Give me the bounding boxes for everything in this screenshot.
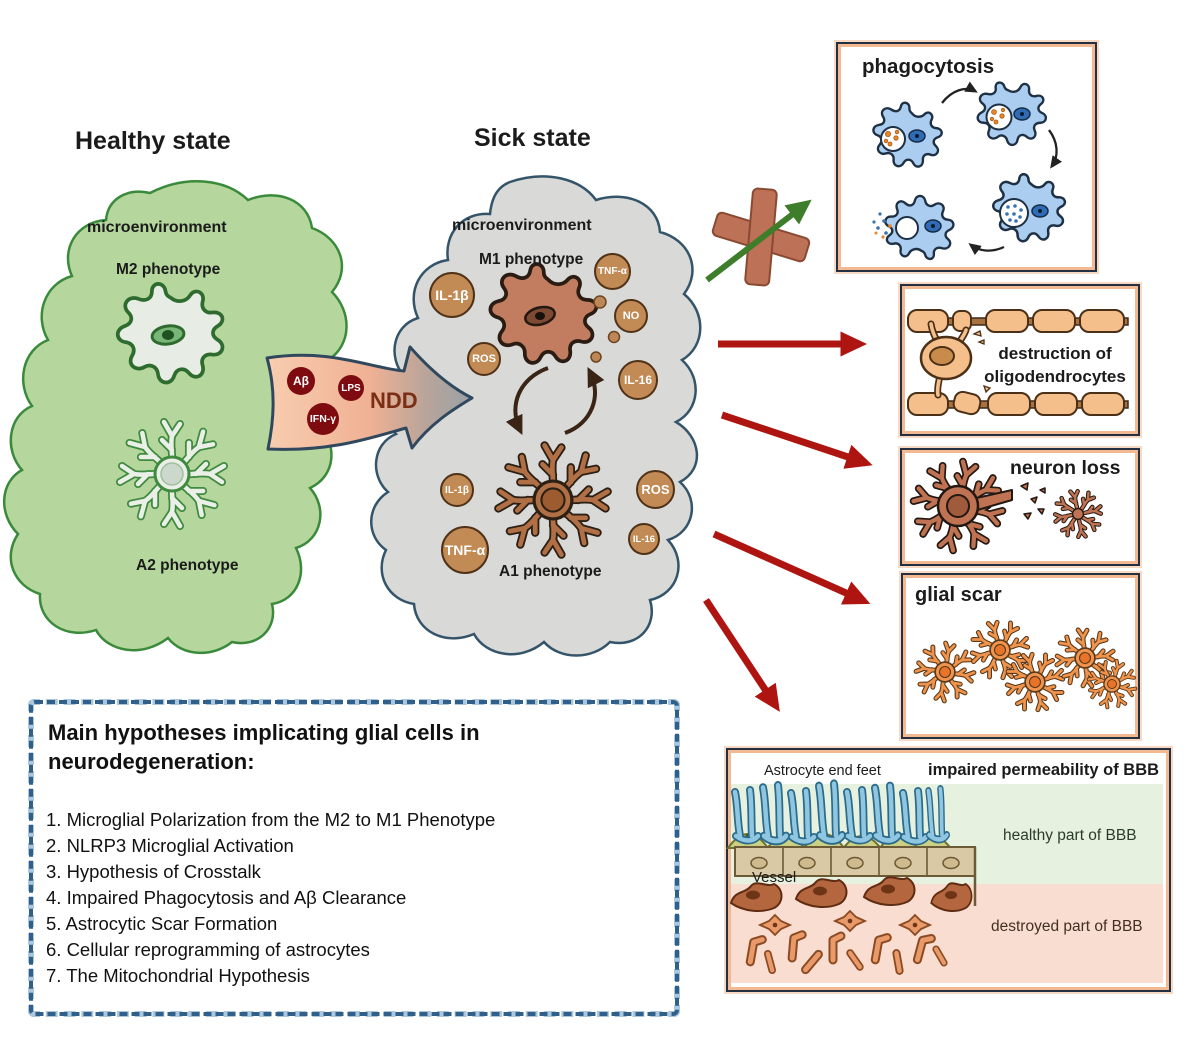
- vessel-label: Vessel: [752, 869, 797, 886]
- cytokine-dots: [590, 295, 621, 363]
- factor-lps: LPS: [338, 375, 364, 401]
- hypothesis-item-6: 6. Cellular reprogramming of astrocytes: [46, 939, 370, 960]
- destroyed-bbb-label: destroyed part of BBB: [991, 918, 1143, 935]
- healthy-state-title: Healthy state: [75, 127, 231, 155]
- cytokine-tnfa-lower: TNF-α: [441, 526, 489, 574]
- glial-scar-title: glial scar: [915, 584, 1002, 606]
- hypothesis-item-5: 5. Astrocytic Scar Formation: [46, 913, 278, 934]
- sick-state-title: Sick state: [474, 124, 591, 152]
- cytokine-il1b-upper: IL-1β: [429, 272, 475, 318]
- m1-microglia-cell: [481, 256, 604, 373]
- a2-phenotype-label: A2 phenotype: [136, 557, 239, 574]
- cytokine-no: NO: [614, 299, 648, 333]
- hypotheses-border-inner: [29, 700, 679, 1016]
- cytokine-il16-upper: IL-16: [618, 360, 658, 400]
- bbb-title: impaired permeability of BBB: [928, 761, 1160, 779]
- hypotheses-title: Main hypotheses implicating glial cells …: [48, 720, 480, 774]
- hypothesis-item-4: 4. Impaired Phagocytosis and Aβ Clearanc…: [46, 887, 407, 908]
- sick-microenvironment-blob: [370, 175, 702, 657]
- hypothesis-item-3: 3. Hypothesis of Crosstalk: [46, 861, 261, 882]
- a1-phenotype-label: A1 phenotype: [499, 563, 602, 580]
- hypothesis-item-1: 1. Microglial Polarization from the M2 t…: [46, 809, 496, 830]
- a1-astrocyte-cell: [498, 445, 607, 554]
- oligodendrocytes-title: destruction of oligodendrocytes: [984, 344, 1126, 386]
- hypotheses-box: Main hypotheses implicating glial cells …: [28, 699, 680, 1017]
- neuron-loss-title: neuron loss: [1010, 457, 1121, 479]
- m2-phenotype-label: M2 phenotype: [116, 261, 221, 278]
- cytokine-il1b-lower: IL-1β: [440, 473, 474, 507]
- factor-ifng: IFN-γ: [307, 403, 339, 435]
- healthy-microenvironment-blob: [3, 180, 348, 655]
- blocked-x-icon: [711, 187, 811, 287]
- astrocyte-end-feet-label: Astrocyte end feet: [764, 763, 881, 779]
- a2-astrocyte-cell: [120, 422, 224, 526]
- phagocytosis-title: phagocytosis: [862, 55, 995, 78]
- m1-a1-cycle-arrows: [505, 366, 605, 436]
- ndd-label: NDD: [370, 388, 418, 413]
- m2-microglia-cell: [115, 282, 225, 385]
- factor-abeta: Aβ: [287, 367, 315, 395]
- m1-phenotype-label: M1 phenotype: [479, 251, 584, 268]
- blocked-green-arrow: [705, 199, 812, 283]
- cytokine-ros-lower: ROS: [636, 470, 675, 509]
- healthy-bbb-label: healthy part of BBB: [1003, 827, 1137, 844]
- hypotheses-list: 1. Microglial Polarization from the M2 t…: [46, 807, 495, 989]
- cytokine-ros-upper: ROS: [467, 342, 501, 376]
- hypothesis-item-2: 2. NLRP3 Microglial Activation: [46, 835, 294, 856]
- outcome-arrows: [703, 331, 873, 712]
- cytokine-tnfa-upper: TNF-α: [594, 253, 631, 290]
- cytokine-il16-lower: IL-16: [628, 523, 660, 555]
- healthy-microenvironment-label: microenvironment: [87, 219, 227, 236]
- hypothesis-item-7: 7. The Mitochondrial Hypothesis: [46, 965, 310, 986]
- sick-microenvironment-label: microenvironment: [452, 217, 592, 234]
